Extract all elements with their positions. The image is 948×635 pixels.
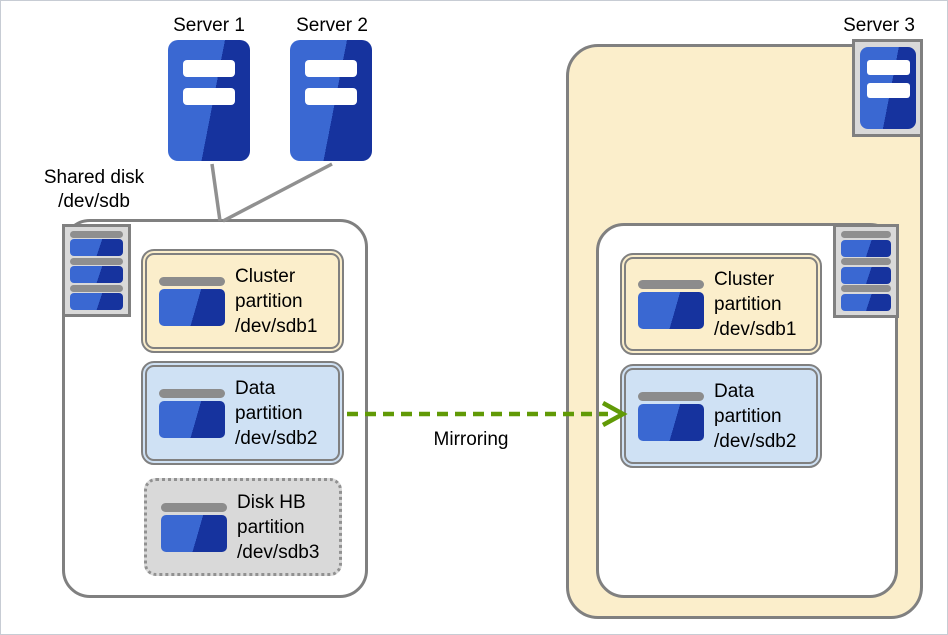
left-data-partition-label: Data partition /dev/sdb2 — [235, 377, 318, 449]
server1-label: Server 1 — [173, 15, 245, 36]
mirroring-label: Mirroring — [433, 429, 509, 450]
drive-divider — [70, 231, 123, 238]
drive-icon — [638, 279, 704, 329]
server2-connector-line — [222, 162, 333, 223]
drive-divider — [841, 231, 891, 238]
right-cluster-partition: Cluster partition /dev/sdb1 — [620, 253, 822, 355]
mirror-disk-stacked-drives-icon — [833, 224, 899, 318]
server3-tower-icon — [859, 47, 916, 129]
server-slot-icon — [183, 88, 235, 105]
left-disk-hb-partition: Disk HB partition /dev/sdb3 — [144, 478, 342, 576]
shared-disk-label-line2: /dev/sdb — [58, 191, 130, 212]
server-slot-icon — [305, 88, 357, 105]
server-slot-icon — [305, 60, 357, 77]
drive-icon — [161, 502, 227, 552]
right-data-partition-label: Data partition /dev/sdb2 — [714, 380, 797, 452]
server-slot-icon — [866, 83, 910, 98]
drive-unit — [70, 292, 123, 310]
drive-icon — [638, 391, 704, 441]
server1-connector-line — [210, 163, 222, 222]
drive-divider — [70, 257, 123, 265]
left-cluster-partition: Cluster partition /dev/sdb1 — [141, 249, 344, 353]
server3-label: Server 3 — [843, 15, 915, 36]
drive-divider — [841, 285, 891, 293]
shared-disk-label: Shared disk /dev/sdb — [24, 166, 164, 214]
drive-divider — [841, 258, 891, 266]
shared-disk-label-line1: Shared disk — [43, 167, 145, 188]
right-data-partition: Data partition /dev/sdb2 — [620, 364, 822, 468]
right-cluster-partition-label: Cluster partition /dev/sdb1 — [714, 268, 797, 340]
drive-icon — [159, 388, 225, 438]
shared-disk-stacked-drives-icon — [62, 224, 131, 317]
left-cluster-partition-label: Cluster partition /dev/sdb1 — [235, 265, 318, 337]
server2-label: Server 2 — [296, 15, 368, 36]
left-disk-hb-partition-label: Disk HB partition /dev/sdb3 — [237, 491, 320, 563]
server3-frame — [852, 39, 923, 137]
server-slot-icon — [866, 60, 910, 75]
drive-icon — [159, 276, 225, 326]
drive-unit — [70, 266, 123, 284]
server2-tower-icon — [290, 40, 372, 161]
drive-unit — [841, 266, 891, 284]
left-data-partition: Data partition /dev/sdb2 — [141, 361, 344, 465]
drive-divider — [70, 284, 123, 292]
drive-unit — [841, 239, 891, 257]
drive-unit — [70, 239, 123, 257]
server-slot-icon — [183, 60, 235, 77]
server1-tower-icon — [168, 40, 250, 161]
drive-unit — [841, 293, 891, 311]
